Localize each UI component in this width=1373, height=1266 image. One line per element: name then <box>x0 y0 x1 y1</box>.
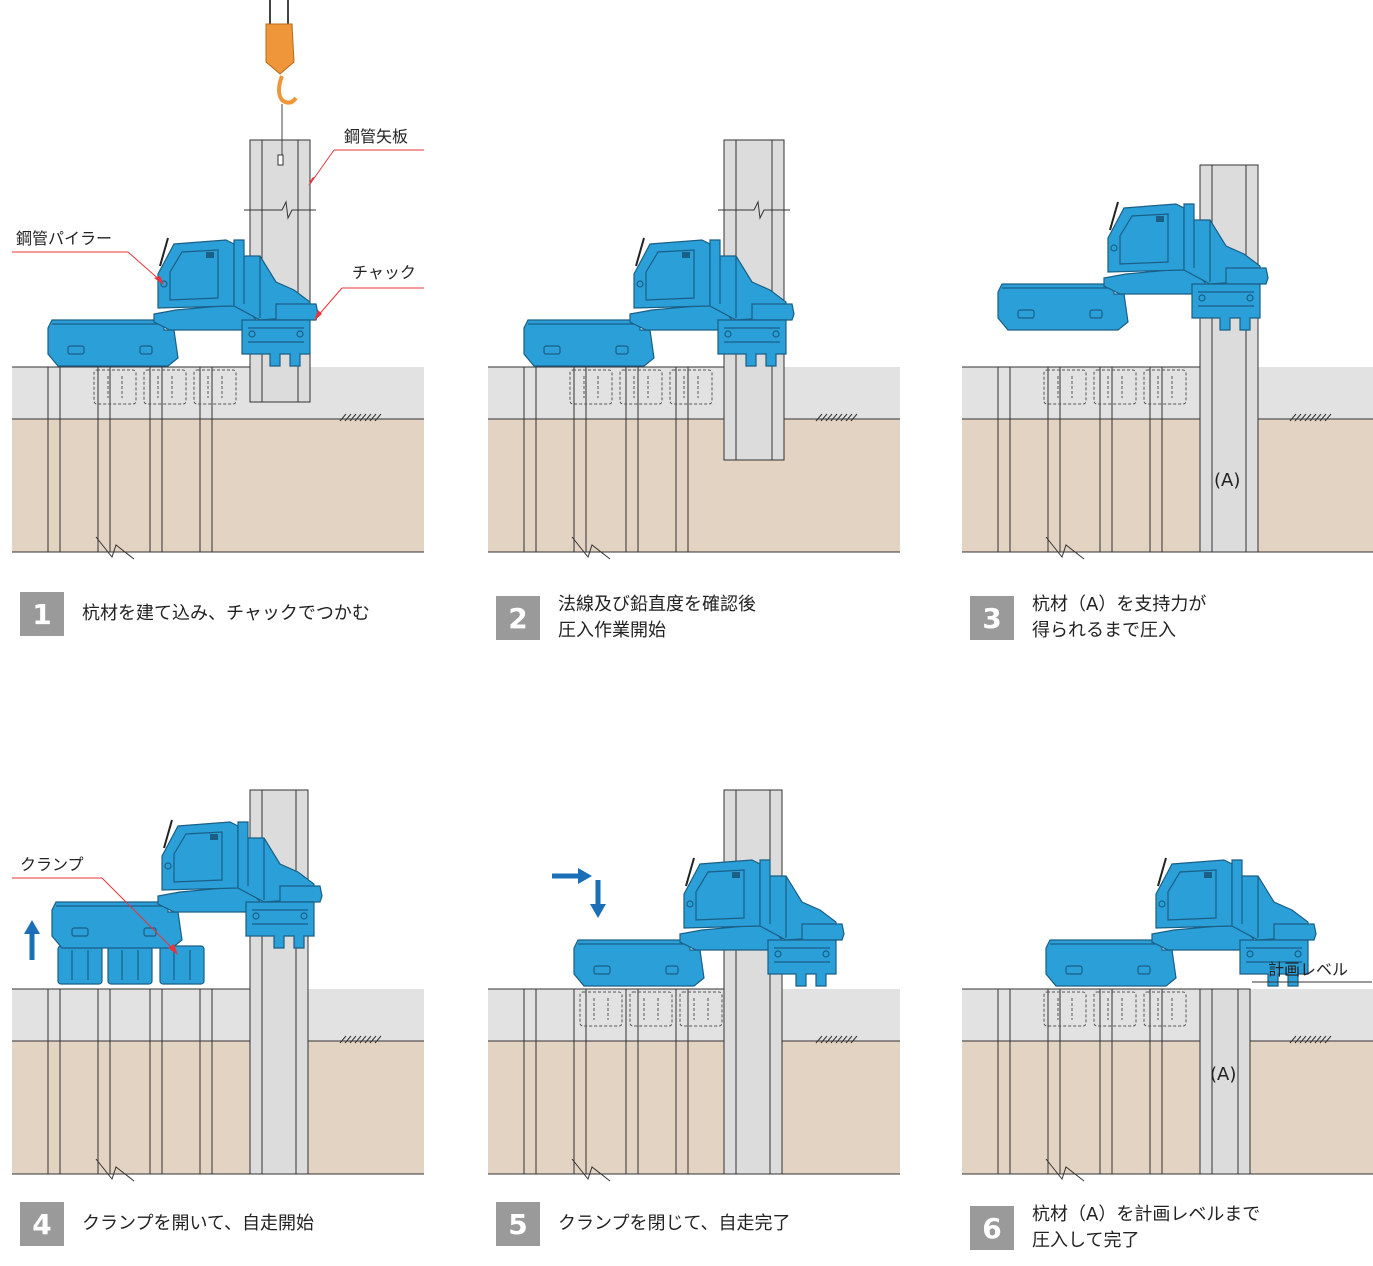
step-3-diagram: (A) <box>962 164 1373 560</box>
step-2-caption: 2 法線及び鉛直度を確認後 圧入作業開始 <box>496 592 756 644</box>
step-4-badge: 4 <box>20 1202 64 1246</box>
step-1-badge: 1 <box>20 592 64 636</box>
step-5-caption: 5 クランプを閉じて、自走完了 <box>496 1202 791 1246</box>
step-6-text-line-1: 杭材（A）を計画レベルまで <box>1032 1204 1261 1225</box>
label-planned-level: 計画レベル <box>1268 960 1348 979</box>
step-4-diagram: クランプ <box>12 789 425 1182</box>
step-4-text: クランプを開いて、自走開始 <box>82 1213 315 1234</box>
step-2-text-line-2: 圧入作業開始 <box>558 620 666 641</box>
step-2-panel: 2 法線及び鉛直度を確認後 圧入作業開始 <box>488 0 928 641</box>
step-3-panel: (A) 3 杭材（A）を支持力が 得られるまで圧入 <box>962 0 1373 641</box>
step-6-caption: 6 杭材（A）を計画レベルまで 圧入して完了 <box>970 1202 1260 1254</box>
step-5-panel: 5 クランプを閉じて、自走完了 <box>488 630 928 1246</box>
step-5-badge: 5 <box>496 1202 540 1246</box>
label-clamp: クランプ <box>20 855 84 874</box>
label-steel-pipe-piler: 鋼管パイラー <box>16 229 112 248</box>
step-4-caption: 4 クランプを開いて、自走開始 <box>20 1202 314 1246</box>
step-1-text: 杭材を建て込み、チャックでつかむ <box>82 603 370 624</box>
label-pile-a-final: (A) <box>1210 1064 1236 1085</box>
step-5-diagram <box>488 789 901 1182</box>
crane-hook-icon <box>277 75 298 105</box>
step-2-text-line-1: 法線及び鉛直度を確認後 <box>558 594 756 615</box>
step-3-text-line-2: 得られるまで圧入 <box>1032 620 1176 641</box>
step-1-panel: 鋼管矢板 鋼管パイラー チャック 1 杭材を建て込み、チャックでつかむ <box>12 0 452 636</box>
step-6-text-line-2: 圧入して完了 <box>1032 1230 1140 1251</box>
step-3-text-line-1: 杭材（A）を支持力が <box>1032 594 1207 615</box>
step-6-diagram: (A) 計画レベル <box>962 857 1373 1182</box>
step-3-caption: 3 杭材（A）を支持力が 得られるまで圧入 <box>970 592 1206 644</box>
crane-hook-block <box>265 23 295 75</box>
step-5-text: クランプを閉じて、自走完了 <box>558 1213 791 1234</box>
step-1-diagram: 鋼管矢板 鋼管パイラー チャック <box>12 0 425 560</box>
step-4-panel: クランプ 4 クランプを開いて、自走開始 <box>12 630 452 1246</box>
step-3-badge: 3 <box>970 596 1014 640</box>
label-pile-a: (A) <box>1214 470 1240 491</box>
step-2-badge: 2 <box>496 596 540 640</box>
label-steel-pipe-sheet-pile: 鋼管矢板 <box>344 127 408 146</box>
step-2-diagram <box>488 139 901 560</box>
step-6-panel: (A) 計画レベル 6 杭材（A）を計画レベルまで 圧入して完了 <box>962 630 1373 1251</box>
label-chuck: チャック <box>352 263 416 282</box>
step-6-badge: 6 <box>970 1206 1014 1250</box>
step-1-caption: 1 杭材を建て込み、チャックでつかむ <box>20 592 370 636</box>
